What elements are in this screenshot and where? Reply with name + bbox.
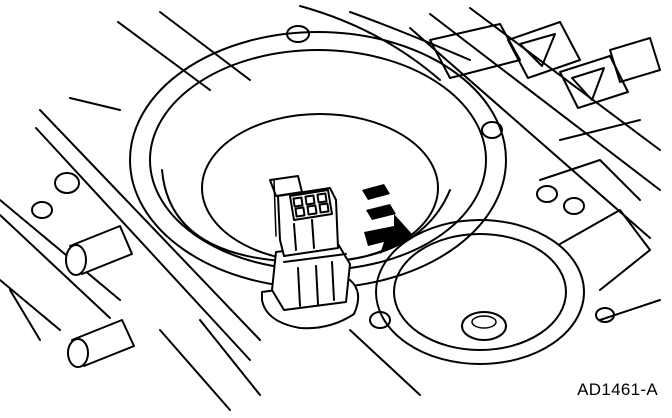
secondary-bore — [375, 159, 651, 365]
casting-outline — [0, 5, 661, 411]
bolt-holes — [31, 25, 615, 329]
cylindrical-pins — [9, 225, 135, 368]
figure-id-label: AD1461-A — [577, 380, 658, 399]
electrical-connector — [269, 175, 351, 311]
arrow-down-right-dashed-icon — [362, 184, 412, 254]
